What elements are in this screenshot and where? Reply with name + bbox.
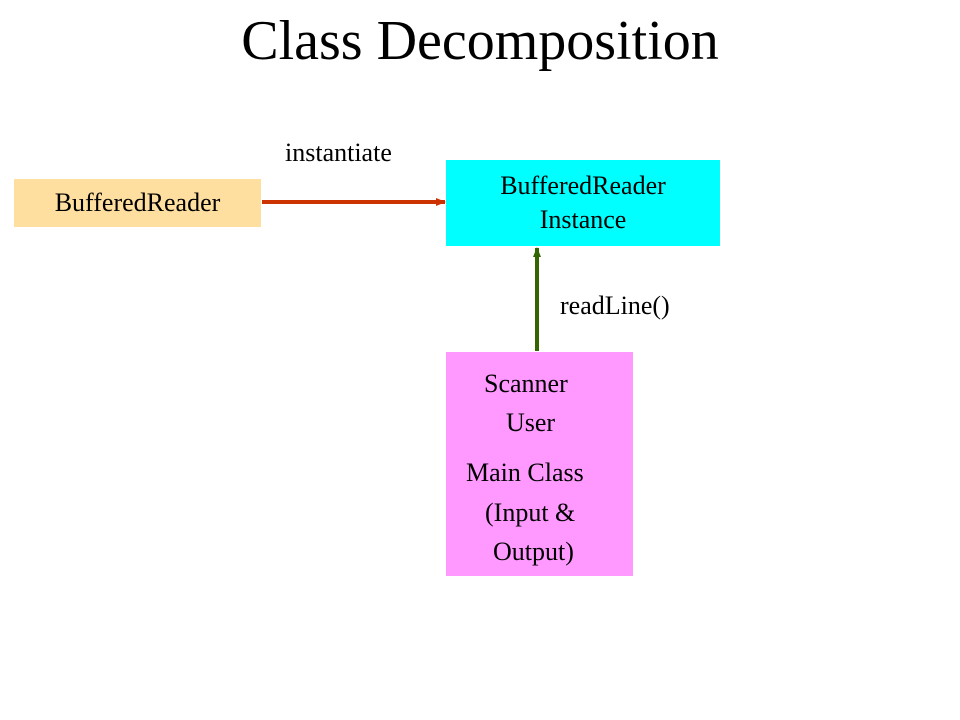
main-class-line-output: Output) (493, 537, 574, 566)
main-class-line-user: User (506, 408, 556, 437)
instantiate-label: instantiate (285, 138, 392, 167)
page-title: Class Decomposition (241, 10, 719, 72)
main-class-line-input: (Input & (485, 498, 576, 527)
readline-label: readLine() (560, 291, 670, 320)
buffered-reader-class-node: BufferedReader (14, 179, 261, 227)
buffered-reader-instance-node: BufferedReader Instance (446, 160, 720, 246)
main-class-node (446, 352, 633, 576)
instance-line-2: Instance (539, 205, 627, 234)
instance-line-1: BufferedReader (500, 171, 666, 200)
main-class-line-scanner: Scanner (484, 369, 568, 398)
buffered-reader-class-label: BufferedReader (54, 188, 221, 217)
main-class-line-main-class: Main Class (466, 458, 584, 487)
